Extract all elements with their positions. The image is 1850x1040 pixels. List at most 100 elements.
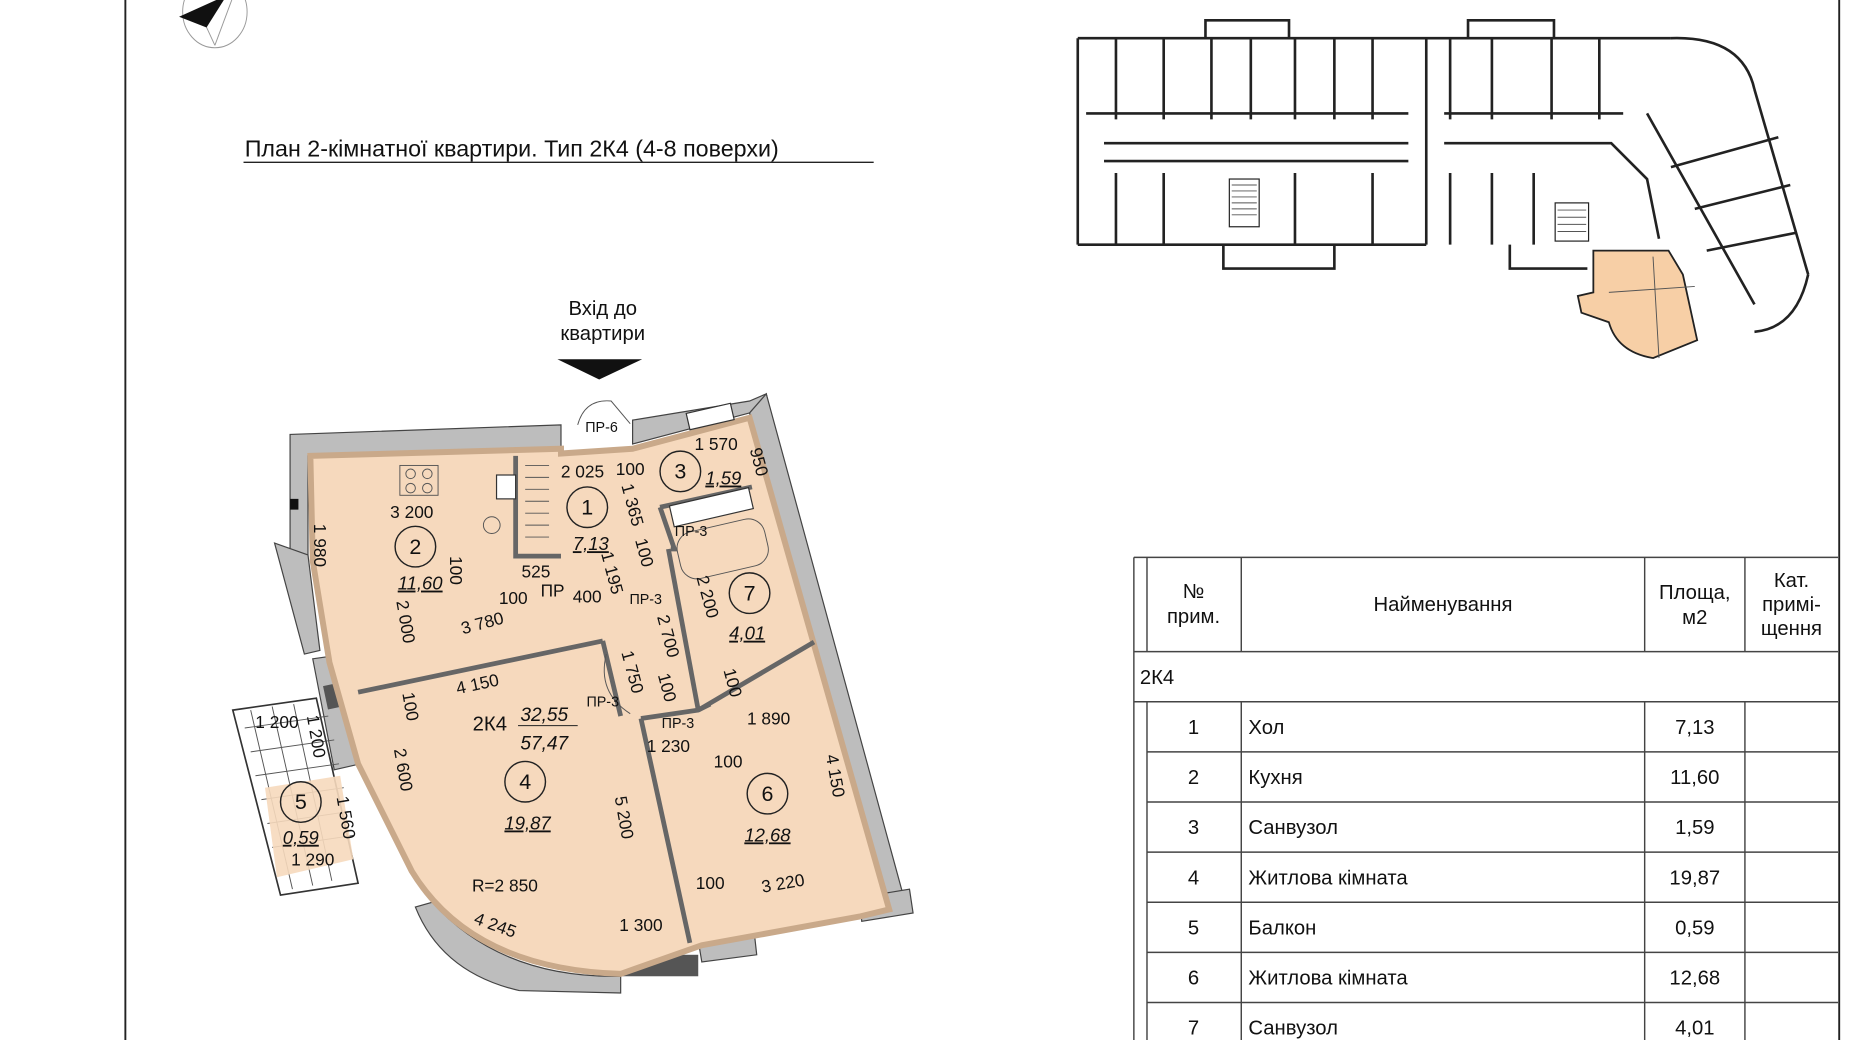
- dimension-label: 1 200: [255, 712, 298, 732]
- dimension-label: 100: [499, 588, 528, 608]
- room-7: 74,01: [728, 572, 771, 644]
- room-number-circle: [659, 450, 702, 493]
- cell-num: 6: [1188, 968, 1199, 990]
- room-number-circle: [728, 572, 771, 615]
- room-area: 12,68: [744, 824, 791, 845]
- dimension-label: ПР: [541, 581, 565, 601]
- room-6: 612,68: [744, 772, 791, 845]
- cell-name: Житлова кімната: [1248, 867, 1408, 889]
- header-num-line1: №: [1183, 581, 1205, 603]
- apartment-floor-plan: [231, 392, 914, 994]
- cell-num: 4: [1188, 867, 1199, 889]
- header-cat-line3: щення: [1761, 618, 1822, 640]
- highlighted-apartment: [1576, 249, 1699, 359]
- door-mark: ПР-3: [662, 716, 695, 732]
- door-mark: ПР-6: [585, 420, 618, 436]
- cell-name: Санвузол: [1248, 1018, 1338, 1040]
- room-number: 4: [519, 770, 531, 794]
- dimension-label: 525: [521, 562, 550, 582]
- dimension-label: R=2 850: [472, 876, 538, 896]
- room-area: 0,59: [283, 827, 319, 848]
- cell-name: Санвузол: [1248, 817, 1338, 839]
- room-number-circle: [566, 486, 609, 529]
- room-number: 1: [581, 495, 593, 519]
- cell-area: 7,13: [1675, 717, 1714, 739]
- room-area: 4,01: [729, 623, 765, 644]
- room-1: 17,13: [566, 486, 610, 554]
- room-4: 419,87: [504, 760, 551, 833]
- cell-name: Балкон: [1248, 917, 1316, 939]
- living-area: 32,55: [520, 705, 568, 726]
- door-mark: ПР-3: [629, 592, 662, 608]
- room-area: 1,59: [705, 468, 741, 489]
- room-number-circle: [746, 772, 789, 815]
- table-section-label: 2К4: [1140, 667, 1174, 689]
- room-area: 11,60: [398, 573, 444, 594]
- dimension-label: 3 200: [390, 502, 433, 522]
- room-area: 19,87: [504, 812, 551, 833]
- plan-title: План 2-кімнатної квартири. Тип 2К4 (4-8 …: [245, 135, 779, 161]
- room-2: 211,60: [394, 525, 444, 594]
- table-header: № прим. Найменування Площа, м2 Кат. прим…: [1167, 570, 1822, 640]
- dimension-label: 1 290: [291, 849, 334, 869]
- entrance-arrow-icon: [557, 359, 643, 380]
- cell-num: 7: [1188, 1018, 1199, 1040]
- dimension-label: 1 890: [747, 708, 790, 728]
- cell-num: 1: [1188, 717, 1199, 739]
- dimension-label: 100: [398, 691, 423, 723]
- header-cat-line2: примі-: [1762, 594, 1821, 616]
- cell-num: 2: [1188, 767, 1199, 789]
- room-number-circle: [394, 525, 437, 568]
- header-num-line2: прим.: [1167, 606, 1220, 628]
- cell-area: 19,87: [1669, 867, 1720, 889]
- header-area-line1: Площа,: [1659, 582, 1730, 604]
- dimension-label: 100: [616, 459, 645, 479]
- room-number: 5: [295, 790, 307, 814]
- door-mark-labels: ПР-6ПР-3ПР-3ПР-3ПР-3: [585, 420, 707, 732]
- cell-area: 12,68: [1669, 968, 1720, 990]
- cell-area: 0,59: [1675, 917, 1714, 939]
- cell-area: 4,01: [1675, 1018, 1714, 1040]
- dimension-label: 100: [446, 556, 466, 585]
- building-key-plan: [1076, 18, 1810, 359]
- apartment-fill: [307, 414, 893, 977]
- room-area: 7,13: [573, 533, 610, 554]
- north-arrow-icon: [179, 0, 248, 49]
- cell-name: Хол: [1248, 717, 1284, 739]
- room-number: 7: [744, 581, 756, 605]
- room-number-circle: [279, 781, 322, 824]
- dimension-label: 1 980: [310, 524, 330, 567]
- room-table: № прим. Найменування Площа, м2 Кат. прим…: [1133, 556, 1839, 1040]
- room-number: 2: [409, 535, 421, 559]
- wall-left: [273, 542, 321, 655]
- total-area: 57,47: [520, 734, 569, 755]
- cell-num: 5: [1188, 917, 1199, 939]
- dimension-label: 100: [714, 751, 743, 771]
- table-row: 1 Хол 7,13: [1188, 717, 1715, 739]
- door-mark: ПР-3: [586, 695, 619, 711]
- cell-area: 11,60: [1670, 767, 1719, 789]
- room-5: 50,59: [279, 781, 322, 848]
- cell-num: 3: [1188, 817, 1199, 839]
- apartment-code: 2К4: [473, 713, 507, 735]
- dimension-label: 100: [696, 873, 725, 893]
- entrance-label-line1: Вхід до: [569, 298, 637, 320]
- dimension-label: 1 230: [647, 736, 690, 756]
- door-mark: ПР-3: [675, 524, 708, 540]
- cell-name: Кухня: [1248, 767, 1302, 789]
- dimension-label: 2 025: [561, 461, 604, 481]
- dimension-label: 1 300: [619, 915, 662, 935]
- dimension-label: 1 570: [694, 434, 737, 454]
- entrance-label-line2: квартири: [560, 323, 645, 345]
- room-number-circle: [504, 760, 547, 803]
- table-row: 7 Санвузол 4,01: [1188, 1018, 1715, 1040]
- table-row: 5 Балкон 0,59: [1188, 917, 1715, 939]
- header-cat-line1: Кат.: [1774, 570, 1809, 592]
- dimension-label: 400: [573, 587, 602, 607]
- room-number: 6: [761, 782, 773, 806]
